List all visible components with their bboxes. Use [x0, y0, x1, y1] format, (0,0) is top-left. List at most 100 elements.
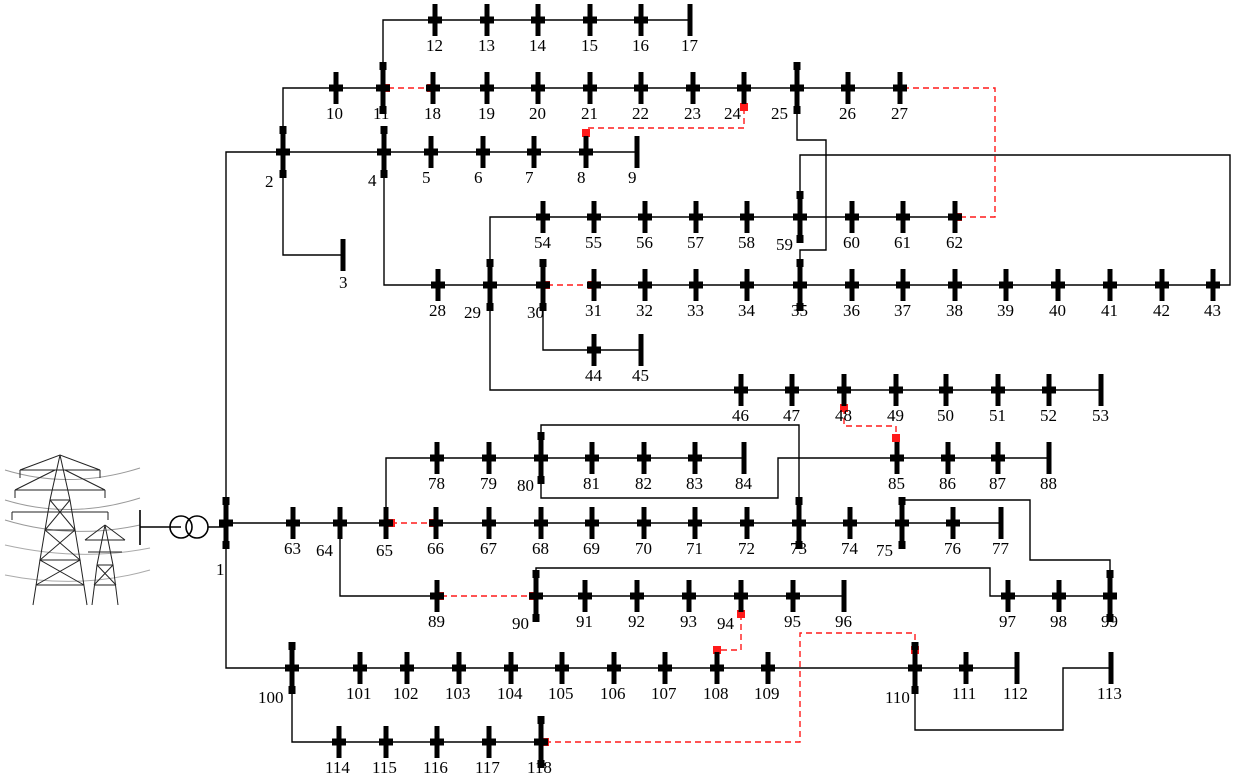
bus-breaker: [430, 454, 435, 462]
bus-90: 90: [512, 570, 543, 633]
bus-breaker: [545, 213, 550, 221]
bus-bar: [290, 507, 296, 539]
bus-breaker: [643, 84, 648, 92]
bus-35: 35: [791, 259, 808, 320]
bus-breaker: [540, 16, 545, 24]
bus-bar: [693, 201, 699, 233]
bus-breaker: [898, 386, 903, 394]
bus-72: 72: [738, 507, 755, 558]
bus-label: 4: [368, 171, 377, 190]
bus-label: 71: [686, 539, 703, 558]
bus-label: 67: [480, 539, 498, 558]
bus-label: 68: [532, 539, 549, 558]
bus-6: 6: [474, 136, 490, 187]
bus-breaker: [1106, 614, 1114, 622]
bus-bar: [662, 652, 668, 684]
bus-bar: [223, 501, 229, 545]
bus-bar: [943, 374, 949, 406]
bus-breaker: [594, 519, 599, 527]
bus-breaker: [222, 541, 230, 549]
tie-line-48-49: [843, 408, 897, 438]
bus-breaker: [379, 519, 384, 527]
tie-line-110-118: [545, 632, 916, 743]
bus-22: 22: [632, 72, 649, 123]
bus-breaker: [1112, 281, 1117, 289]
bus-bar: [381, 130, 387, 174]
bus-bar: [508, 652, 514, 684]
bus-breaker: [433, 148, 438, 156]
bus-48: 48: [835, 374, 852, 425]
bus-label: 5: [422, 168, 431, 187]
bus-115: 115: [372, 726, 397, 777]
bus-label: 23: [684, 104, 701, 123]
bus-breaker: [587, 592, 592, 600]
bus-label: 90: [512, 614, 529, 633]
bus-bar: [589, 442, 595, 474]
bus-breaker: [740, 281, 745, 289]
bus-breaker: [439, 738, 444, 746]
line-25-35: [796, 88, 827, 285]
bus-breaker: [585, 519, 590, 527]
bus-breaker: [329, 84, 334, 92]
bus-breaker: [796, 235, 804, 243]
bus-81: 81: [583, 442, 600, 493]
bus-breaker: [431, 281, 436, 289]
bus-label: 70: [635, 539, 652, 558]
bus-bar: [893, 374, 899, 406]
line-29-46: [489, 285, 741, 391]
bus-bar: [789, 374, 795, 406]
bus-breaker: [1155, 281, 1160, 289]
bus-85: 85: [888, 442, 905, 493]
bus-bar: [797, 195, 803, 239]
bus-breaker: [957, 213, 962, 221]
bus-43: 43: [1204, 269, 1221, 320]
tie-switch: [582, 129, 590, 137]
bus-18: 18: [424, 72, 441, 123]
bus-breaker: [801, 519, 806, 527]
bus-59: 59: [776, 191, 807, 254]
bus-label: 1: [216, 560, 225, 579]
bus-breaker: [743, 386, 748, 394]
bus-23: 23: [684, 72, 701, 123]
bus-breaker: [379, 738, 384, 746]
bus-108: 108: [703, 652, 729, 703]
bus-label: 7: [525, 168, 534, 187]
bus-breaker: [587, 346, 592, 354]
bus-label: 56: [636, 233, 653, 252]
line-1-100: [225, 523, 292, 669]
bus-breaker: [737, 84, 742, 92]
bus-breaker: [837, 386, 842, 394]
bus-breaker: [749, 213, 754, 221]
bus-69: 69: [583, 507, 600, 558]
bus-breaker: [537, 476, 545, 484]
bus-bar: [340, 239, 346, 271]
bus-106: 106: [600, 652, 626, 703]
bus-breaker: [852, 519, 857, 527]
bus-breaker: [634, 84, 639, 92]
bus-bar: [945, 442, 951, 474]
bus-bar: [533, 574, 539, 618]
bus-breaker: [491, 738, 496, 746]
line-64-89: [339, 523, 437, 597]
bus-bar: [583, 136, 589, 168]
bus-bar: [333, 72, 339, 104]
tie-switch: [737, 610, 745, 618]
bus-breaker: [793, 62, 801, 70]
bus-label: 105: [548, 684, 574, 703]
bus-label: 75: [876, 541, 893, 560]
bus-breaker: [461, 664, 466, 672]
bus-label: 55: [585, 233, 602, 252]
bus-breaker: [1052, 592, 1057, 600]
bus-breaker: [430, 738, 435, 746]
bus-103: 103: [445, 652, 471, 703]
bus-label: 10: [326, 104, 343, 123]
bus-117: 117: [475, 726, 500, 777]
bus-80: 80: [517, 432, 548, 495]
bus-breaker: [686, 84, 691, 92]
bus-breaker: [795, 497, 803, 505]
bus-breaker: [697, 519, 702, 527]
bus-breaker: [527, 148, 532, 156]
bus-label: 60: [843, 233, 860, 252]
